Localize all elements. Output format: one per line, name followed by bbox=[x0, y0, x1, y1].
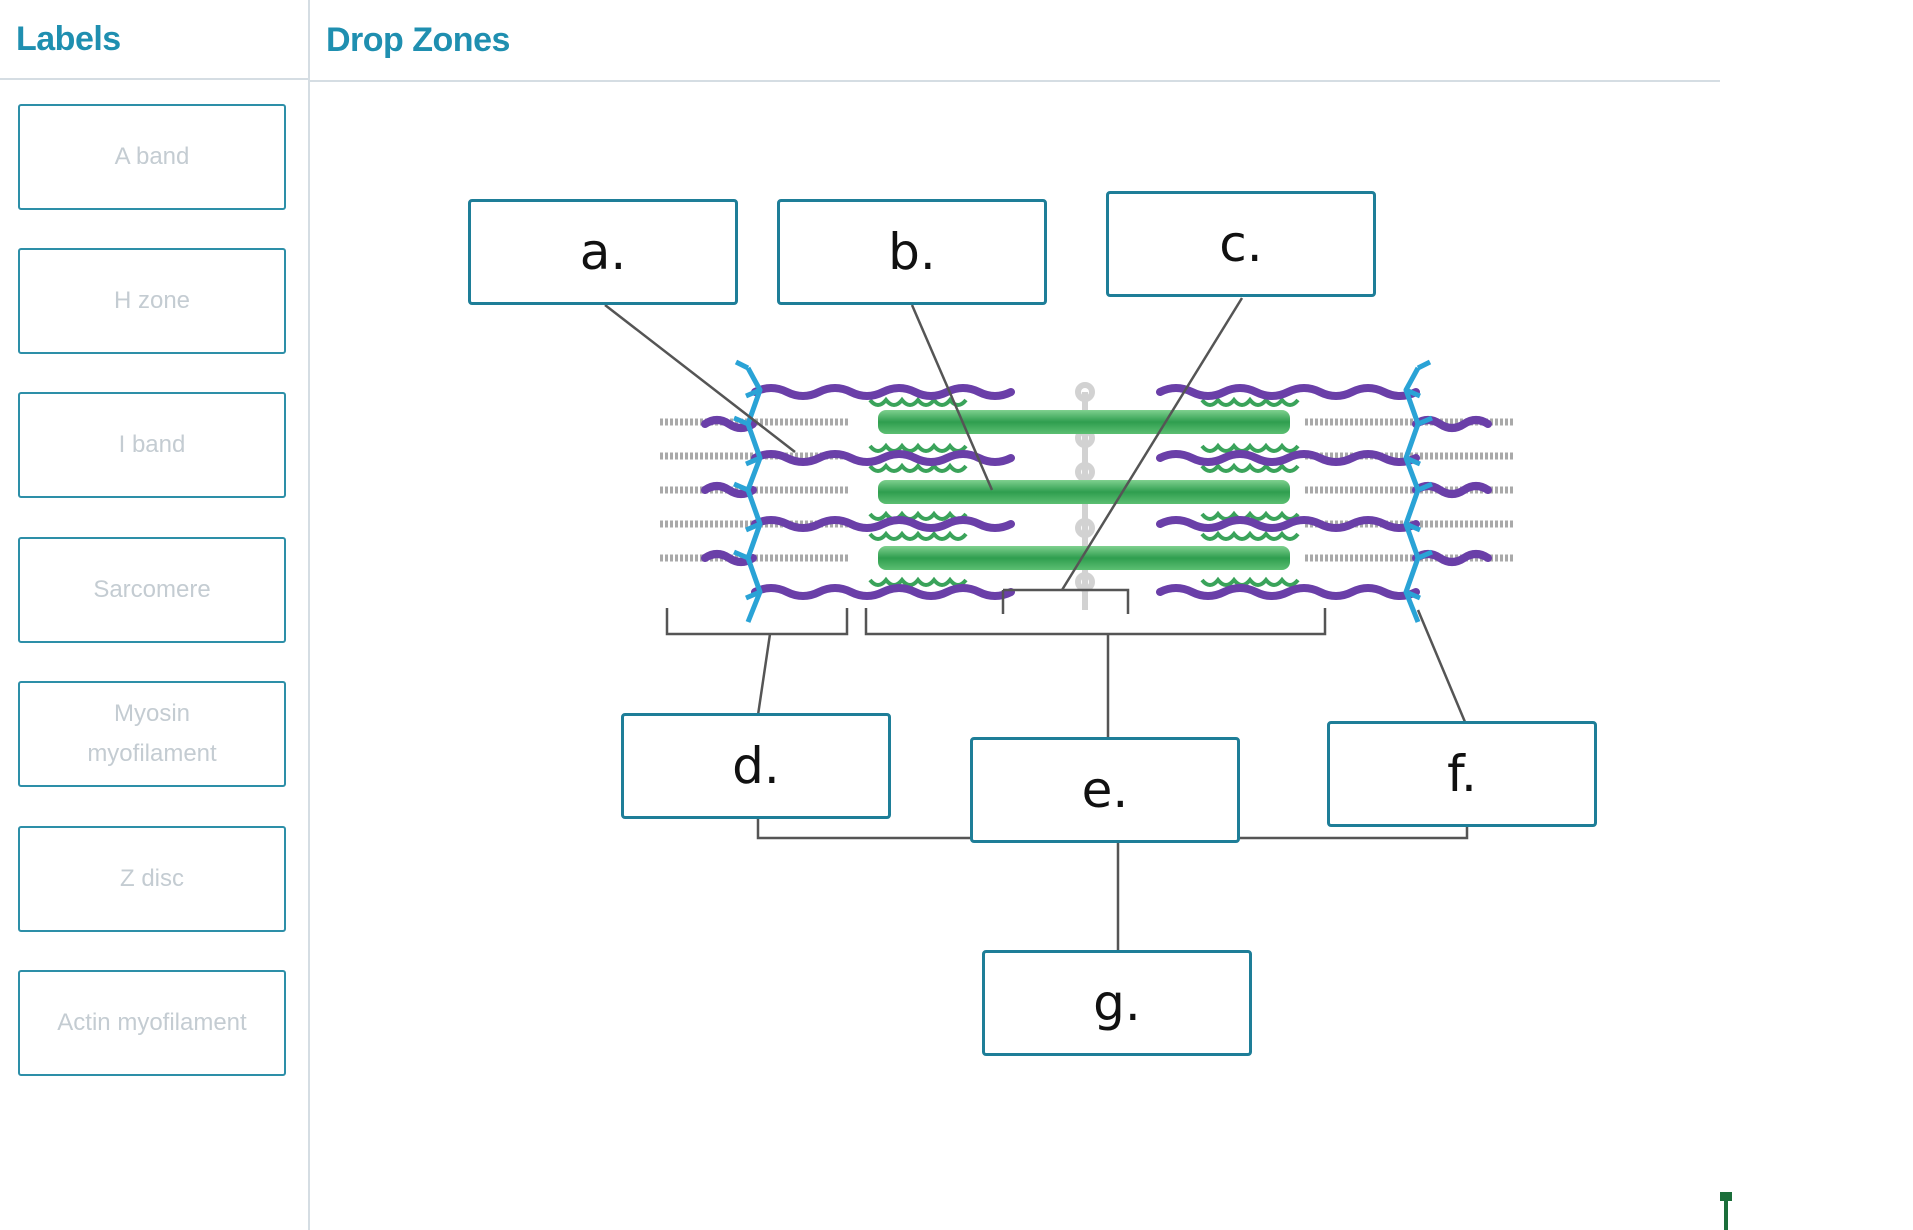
label-chip-text: A band bbox=[114, 143, 190, 170]
drop-zone-c[interactable]: c. bbox=[1106, 191, 1376, 297]
drop-zone-d[interactable]: d. bbox=[621, 713, 891, 819]
label-chip-i-band[interactable]: I band bbox=[18, 392, 286, 498]
drop-zone-a-text: a. bbox=[579, 223, 627, 281]
labels-panel: Labels bbox=[0, 0, 310, 1230]
drop-zones-header: Drop Zones bbox=[310, 0, 1720, 82]
label-chip-h-zone[interactable]: H zone bbox=[18, 248, 286, 354]
actin-filaments bbox=[701, 384, 1492, 600]
label-chip-actin-myofilament[interactable]: Actin myofilament bbox=[18, 970, 286, 1076]
label-chip-text: H zone bbox=[113, 287, 191, 314]
label-chip-myosin-myofilament[interactable]: Myosin myofilament bbox=[18, 681, 286, 787]
label-chip-text: I band bbox=[118, 431, 186, 458]
drop-zone-e[interactable]: e. bbox=[970, 737, 1240, 843]
region-brackets bbox=[665, 588, 1327, 636]
drop-zone-a[interactable]: a. bbox=[468, 199, 738, 305]
label-chip-z-disc[interactable]: Z disc bbox=[18, 826, 286, 932]
label-chip-sarcomere[interactable]: Sarcomere bbox=[18, 537, 286, 643]
drop-zone-e-text: e. bbox=[1081, 761, 1129, 819]
z-discs bbox=[733, 359, 1433, 623]
myosin-heads bbox=[868, 396, 1300, 587]
label-chip-text: Z disc bbox=[119, 865, 184, 892]
label-chip-text: Myosin myofilament bbox=[87, 700, 217, 767]
labels-panel-title: Labels bbox=[16, 19, 121, 58]
myosin-filaments bbox=[878, 410, 1290, 570]
drop-zone-c-text: c. bbox=[1219, 215, 1263, 273]
label-chip-text: Sarcomere bbox=[93, 576, 211, 603]
drop-zone-b[interactable]: b. bbox=[777, 199, 1047, 305]
drop-zone-f-text: f. bbox=[1447, 745, 1477, 803]
drop-zone-g-text: g. bbox=[1093, 974, 1141, 1032]
labels-panel-header: Labels bbox=[0, 0, 308, 80]
drop-zones-title: Drop Zones bbox=[326, 20, 510, 59]
drop-zone-d-text: d. bbox=[732, 737, 780, 795]
text-cursor-icon bbox=[1720, 1192, 1732, 1230]
label-chip-text: Actin myofilament bbox=[57, 1009, 247, 1036]
drop-zone-b-text: b. bbox=[888, 223, 936, 281]
label-chip-a-band[interactable]: A band bbox=[18, 104, 286, 210]
drop-zone-f[interactable]: f. bbox=[1327, 721, 1597, 827]
drop-zone-g[interactable]: g. bbox=[982, 950, 1252, 1056]
